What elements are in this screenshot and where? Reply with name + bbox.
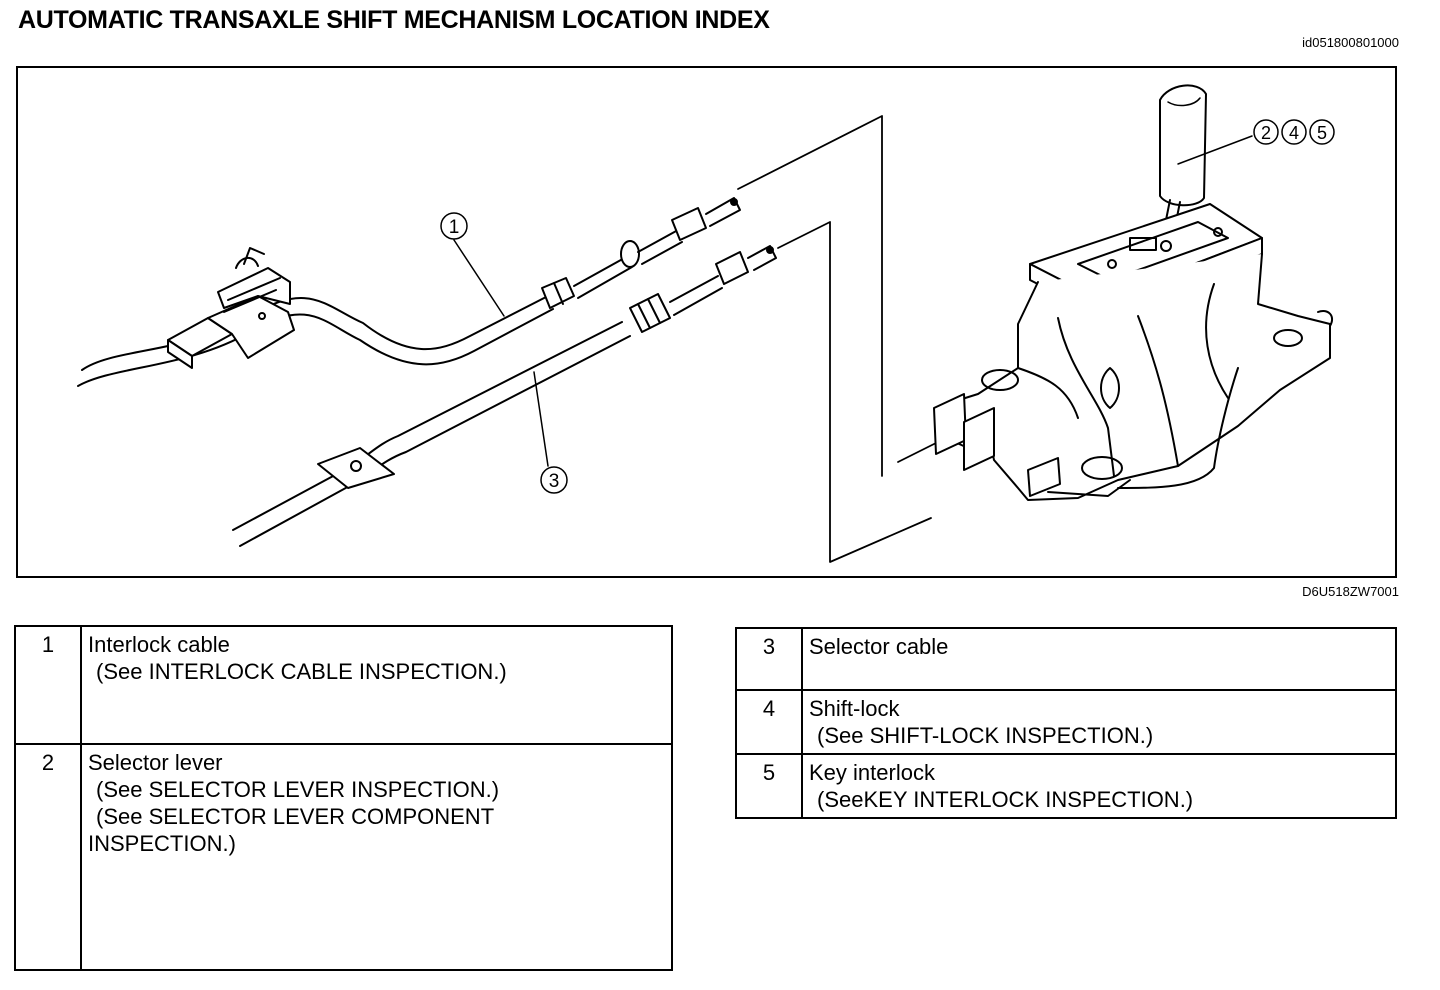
item-number: 2 xyxy=(14,743,82,971)
callout-5-label: 5 xyxy=(1317,123,1327,143)
callout-1-label: 1 xyxy=(449,217,460,238)
item-number: 5 xyxy=(735,753,803,819)
item-name: Key interlock xyxy=(809,760,935,785)
table-row: 3 Selector cable xyxy=(735,627,1397,691)
table-row: 4 Shift-lock (See SHIFT-LOCK INSPECTION.… xyxy=(735,689,1397,755)
item-description: Interlock cable (See INTERLOCK CABLE INS… xyxy=(80,625,673,745)
inspection-reference-link[interactable]: (See SELECTOR LEVER COMPONENT xyxy=(96,804,495,829)
selector-cable xyxy=(232,245,777,547)
component-index-table-left: 1 Interlock cable (See INTERLOCK CABLE I… xyxy=(14,625,673,971)
inspection-reference-link[interactable]: (SeeKEY INTERLOCK INSPECTION.) xyxy=(817,787,1194,812)
shift-mechanism-illustration: 1 3 2 4 5 xyxy=(77,84,1335,563)
item-name: Interlock cable xyxy=(88,632,230,657)
document-id: id051800801000 xyxy=(1302,35,1399,50)
selector-lever-assembly xyxy=(933,84,1334,501)
cable-connector-bracket xyxy=(167,247,295,369)
item-description: Selector lever (See SELECTOR LEVER INSPE… xyxy=(80,743,673,971)
figure-code: D6U518ZW7001 xyxy=(1302,584,1399,599)
item-description: Selector cable xyxy=(801,627,1397,691)
table-row: 5 Key interlock (SeeKEY INTERLOCK INSPEC… xyxy=(735,753,1397,819)
interlock-cable xyxy=(77,197,741,387)
callout-leaders xyxy=(453,135,1253,467)
item-number: 3 xyxy=(735,627,803,691)
item-description: Key interlock (SeeKEY INTERLOCK INSPECTI… xyxy=(801,753,1397,819)
table-row: 2 Selector lever (See SELECTOR LEVER INS… xyxy=(14,743,673,971)
inspection-reference-continuation[interactable]: INSPECTION.) xyxy=(88,831,236,856)
inspection-reference-link[interactable]: (See SHIFT-LOCK INSPECTION.) xyxy=(817,723,1154,748)
page-title: AUTOMATIC TRANSAXLE SHIFT MECHANISM LOCA… xyxy=(18,6,770,34)
inspection-reference-link[interactable]: (See SELECTOR LEVER INSPECTION.) xyxy=(96,777,500,802)
callout-5: 5 xyxy=(1309,119,1335,145)
item-number: 4 xyxy=(735,689,803,755)
callout-3-label: 3 xyxy=(549,471,560,492)
item-description: Shift-lock (See SHIFT-LOCK INSPECTION.) xyxy=(801,689,1397,755)
table-row: 1 Interlock cable (See INTERLOCK CABLE I… xyxy=(14,625,673,745)
item-name: Shift-lock xyxy=(809,696,900,721)
leader-lines xyxy=(737,115,979,563)
callout-2: 2 xyxy=(1253,119,1279,145)
item-name: Selector cable xyxy=(809,634,949,659)
inspection-reference-link[interactable]: (See INTERLOCK CABLE INSPECTION.) xyxy=(96,659,507,684)
item-number: 1 xyxy=(14,625,82,745)
callout-4: 4 xyxy=(1281,119,1307,145)
callout-4-label: 4 xyxy=(1289,123,1299,143)
item-name: Selector lever xyxy=(88,750,223,775)
component-index-table-right: 3 Selector cable 4 Shift-lock (See SHIFT… xyxy=(735,627,1397,819)
callout-2-label: 2 xyxy=(1261,123,1271,143)
callout-3: 3 xyxy=(540,466,568,494)
callout-1: 1 xyxy=(440,212,468,240)
illustration-frame: 1 3 2 4 5 xyxy=(16,66,1397,578)
